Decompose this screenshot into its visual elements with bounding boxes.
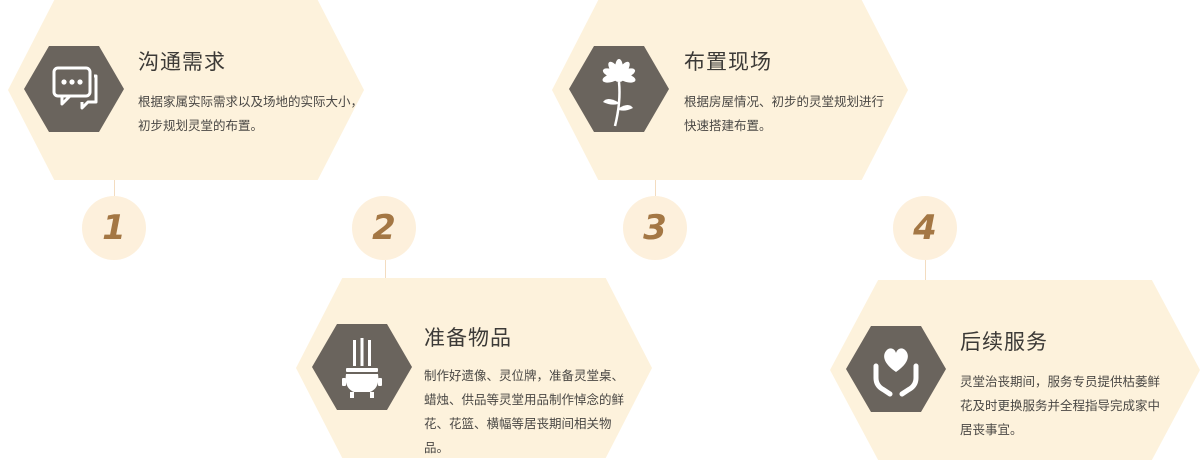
connector-3 [655, 180, 656, 196]
chat-bubbles-icon [52, 66, 98, 110]
step-number-4: 4 [893, 196, 957, 260]
connector-1 [114, 180, 115, 196]
step-desc-4: 灵堂治丧期间，服务专员提供枯萎鲜花及时更换服务并全程指导完成家中居丧事宜。 [960, 374, 1161, 437]
step-title-2: 准备物品 [424, 326, 512, 350]
connector-2 [385, 260, 386, 278]
step-desc-1: 根据家属实际需求以及场地的实际大小，初步规划灵堂的布置。 [138, 94, 364, 133]
step-icon-hex-4 [846, 326, 946, 412]
step-title-4: 后续服务 [960, 330, 1048, 354]
step-desc-3: 根据房屋情况、初步的灵堂规划进行快速搭建布置。 [684, 94, 885, 133]
step-title-1: 沟通需求 [138, 50, 226, 74]
connector-4 [925, 260, 926, 280]
hands-heart-icon [873, 348, 919, 397]
step-desc-2: 制作好遗像、灵位牌，准备灵堂桌、蜡烛、供品等灵堂用品制作悼念的鲜花、花篮、横幅等… [424, 368, 625, 455]
incense-burner-icon [342, 338, 382, 398]
step-number-1: 1 [82, 196, 146, 260]
step-number-2: 2 [352, 196, 416, 260]
step-number-3: 3 [623, 196, 687, 260]
chrysanthemum-icon [602, 59, 636, 127]
step-icon-hex-3 [569, 46, 669, 132]
step-title-3: 布置现场 [684, 50, 772, 74]
